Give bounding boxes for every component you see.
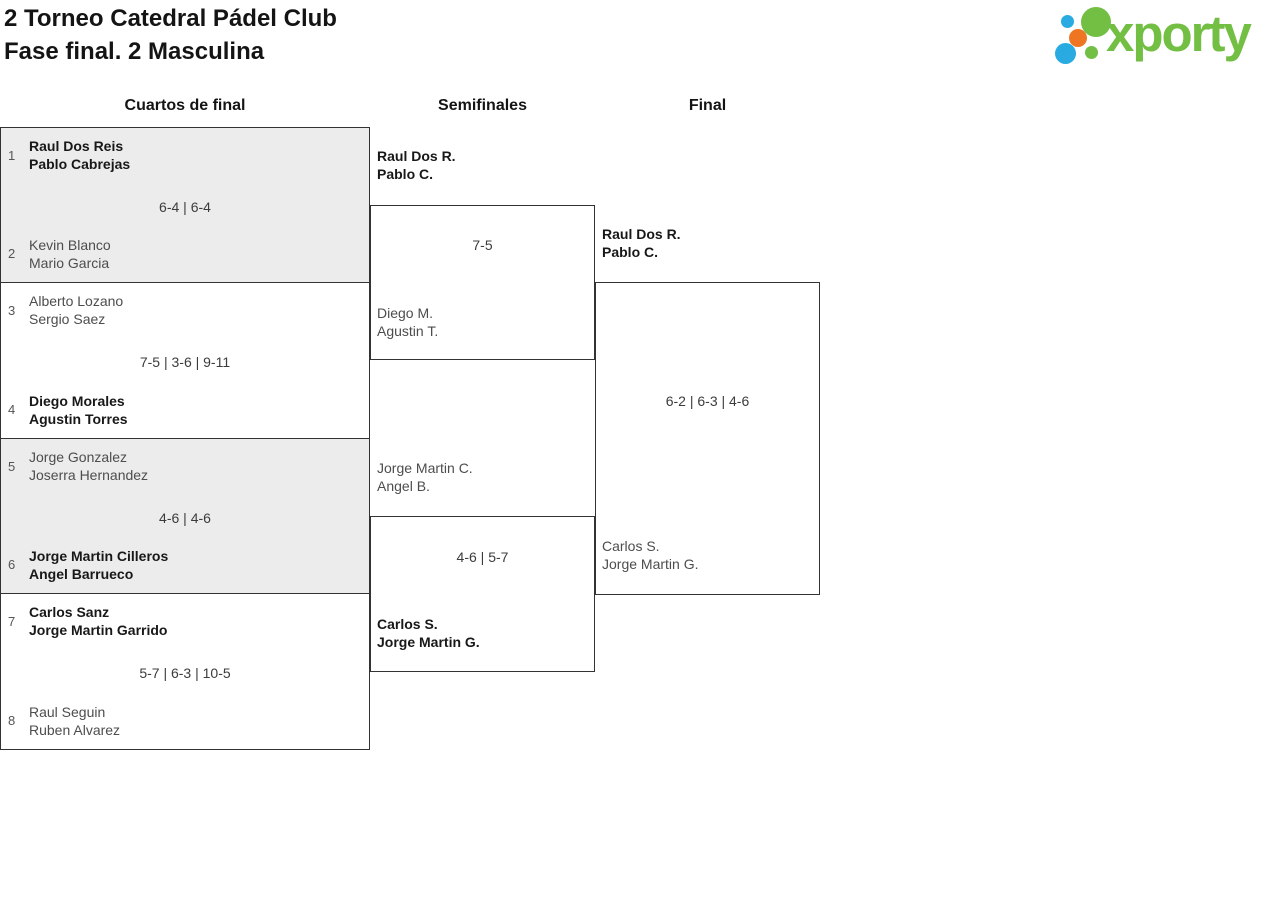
- player-name: Ruben Alvarez: [29, 722, 121, 738]
- qf3-team-top: Jorge Gonzalez Joserra Hernandez: [29, 448, 148, 484]
- match-score: 4-6 | 5-7: [456, 549, 509, 565]
- player-name: Carlos S.: [377, 616, 438, 632]
- logo-dot-green-large-icon: [1081, 7, 1111, 37]
- player-name: Jorge Martin C.: [377, 460, 473, 476]
- player-name: Jorge Gonzalez: [29, 449, 128, 465]
- player-name: Agustin Torres: [29, 411, 128, 427]
- sf1-team-bottom: Diego M. Agustin T.: [377, 304, 438, 340]
- qf4-team-top: Carlos Sanz Jorge Martin Garrido: [29, 603, 167, 639]
- seed-number-bottom: 2: [8, 246, 16, 261]
- qf1-team-top: Raul Dos Reis Pablo Cabrejas: [29, 137, 130, 173]
- xporty-logo[interactable]: xporty: [1048, 4, 1278, 66]
- qf2-team-top: Alberto Lozano Sergio Saez: [29, 292, 123, 328]
- xporty-wordmark: xporty: [1106, 5, 1252, 62]
- logo-dot-orange-icon: [1069, 29, 1087, 47]
- final-team-bottom: Carlos S. Jorge Martin G.: [602, 537, 698, 573]
- round-header-semifinals: Semifinales: [438, 97, 527, 114]
- seed-number-top: 7: [8, 614, 16, 629]
- seed-number-top: 5: [8, 459, 16, 474]
- logo-dot-green-small-icon: [1085, 46, 1098, 59]
- player-name: Jorge Martin G.: [377, 634, 480, 650]
- player-name: Pablo Cabrejas: [29, 156, 131, 172]
- qf3-team-bottom: Jorge Martin Cilleros Angel Barrueco: [29, 547, 168, 583]
- match-score: 7-5 | 3-6 | 9-11: [139, 354, 231, 370]
- match-quarterfinal-2: 3 Alberto Lozano Sergio Saez 7-5 | 3-6 |…: [0, 282, 370, 439]
- player-name: Pablo C.: [602, 244, 659, 260]
- player-name: Raul Dos R.: [602, 226, 681, 242]
- player-name: Raul Dos R.: [377, 148, 456, 164]
- player-name: Angel B.: [377, 478, 430, 494]
- player-name: Mario Garcia: [29, 255, 110, 271]
- sf2-team-top: Jorge Martin C. Angel B.: [377, 459, 473, 495]
- logo-dot-blue-small-icon: [1061, 15, 1074, 28]
- match-semifinal-2-box: [370, 516, 595, 672]
- player-name: Diego M.: [377, 305, 434, 321]
- match-score: 6-2 | 6-3 | 4-6: [665, 393, 750, 409]
- player-name: Carlos S.: [602, 538, 660, 554]
- logo-dot-blue-large-icon: [1055, 43, 1076, 64]
- player-name: Joserra Hernandez: [29, 467, 149, 483]
- match-quarterfinal-4: 7 Carlos Sanz Jorge Martin Garrido 5-7 |…: [0, 593, 370, 750]
- player-name: Raul Dos Reis: [29, 138, 124, 154]
- seed-number-bottom: 6: [8, 557, 16, 572]
- final-team-top: Raul Dos R. Pablo C.: [602, 225, 681, 261]
- player-name: Jorge Martin G.: [602, 556, 699, 572]
- player-name: Diego Morales: [29, 393, 125, 409]
- seed-number-top: 3: [8, 303, 16, 318]
- match-score: 5-7 | 6-3 | 10-5: [139, 665, 231, 681]
- player-name: Alberto Lozano: [29, 293, 124, 309]
- player-name: Jorge Martin Cilleros: [29, 548, 169, 564]
- match-final-box: [595, 282, 820, 595]
- player-name: Pablo C.: [377, 166, 434, 182]
- match-semifinal-1-box: [370, 205, 595, 360]
- match-score: 4-6 | 4-6: [159, 510, 211, 526]
- sf2-team-bottom: Carlos S. Jorge Martin G.: [377, 615, 480, 651]
- player-name: Agustin T.: [377, 323, 439, 339]
- match-score: 7-5: [472, 237, 493, 253]
- qf2-team-bottom: Diego Morales Agustin Torres: [29, 392, 128, 428]
- round-header-quarterfinals: Cuartos de final: [124, 97, 246, 114]
- seed-number-bottom: 8: [8, 713, 16, 728]
- qf4-team-bottom: Raul Seguin Ruben Alvarez: [29, 703, 120, 739]
- round-header-final: Final: [688, 97, 727, 114]
- match-quarterfinal-3: 5 Jorge Gonzalez Joserra Hernandez 4-6 |…: [0, 438, 370, 594]
- player-name: Carlos Sanz: [29, 604, 110, 620]
- seed-number-bottom: 4: [8, 402, 16, 417]
- player-name: Kevin Blanco: [29, 237, 111, 253]
- player-name: Angel Barrueco: [29, 566, 134, 582]
- qf1-team-bottom: Kevin Blanco Mario Garcia: [29, 236, 111, 272]
- player-name: Sergio Saez: [29, 311, 106, 327]
- page-title: 2 Torneo Catedral Pádel Club Fase final.…: [4, 2, 337, 68]
- seed-number-top: 1: [8, 148, 16, 163]
- phase-subtitle: Fase final. 2 Masculina: [4, 38, 265, 65]
- match-quarterfinal-1: 1 Raul Dos Reis Pablo Cabrejas 6-4 | 6-4…: [0, 127, 370, 283]
- player-name: Jorge Martin Garrido: [29, 622, 168, 638]
- match-score: 6-4 | 6-4: [159, 199, 211, 215]
- player-name: Raul Seguin: [29, 704, 106, 720]
- tournament-title: 2 Torneo Catedral Pádel Club: [4, 5, 337, 32]
- sf1-team-top: Raul Dos R. Pablo C.: [377, 147, 456, 183]
